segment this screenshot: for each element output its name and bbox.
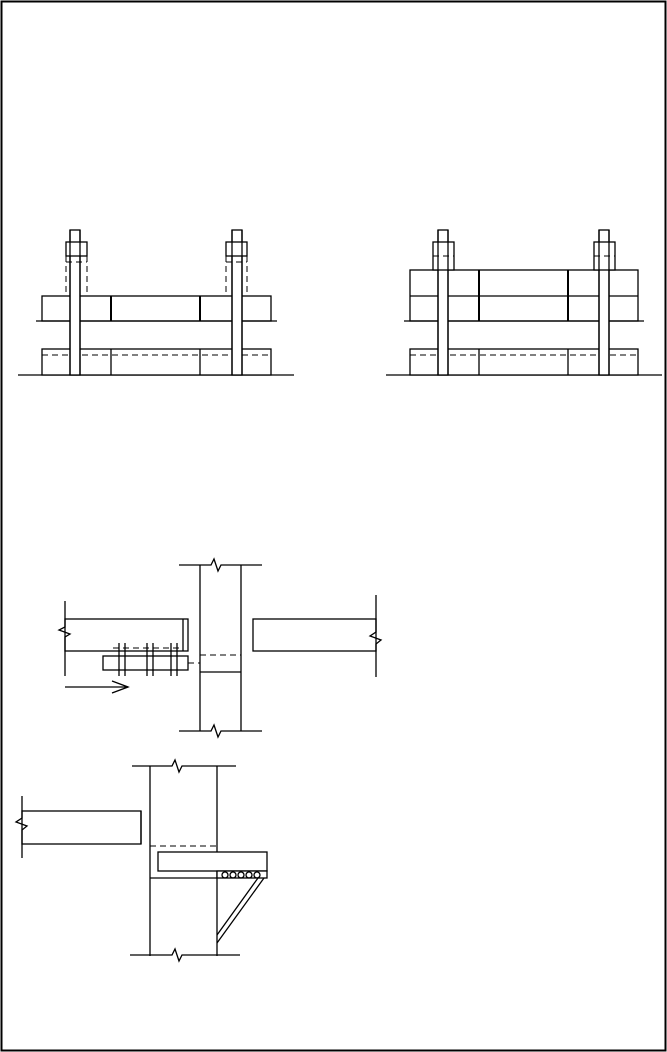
left-beam bbox=[64, 618, 189, 652]
break-line-icon bbox=[179, 723, 262, 739]
fig-stack-left bbox=[18, 229, 294, 376]
break-line-icon bbox=[179, 557, 262, 573]
fig-bracket-support bbox=[14, 758, 268, 963]
break-line-icon bbox=[368, 595, 383, 677]
fig-beam-column bbox=[57, 557, 383, 739]
movement-arrow-icon bbox=[65, 680, 130, 694]
break-line-icon bbox=[132, 758, 236, 774]
bolt-group bbox=[113, 643, 183, 676]
splice-plate bbox=[102, 655, 189, 671]
left-beam bbox=[21, 810, 142, 845]
supported-beam bbox=[157, 851, 268, 872]
break-line-icon bbox=[130, 947, 240, 963]
roller-group bbox=[221, 871, 261, 879]
fig-stack-right bbox=[386, 229, 662, 376]
diagonal-brace bbox=[216, 877, 259, 936]
right-beam bbox=[252, 618, 377, 652]
